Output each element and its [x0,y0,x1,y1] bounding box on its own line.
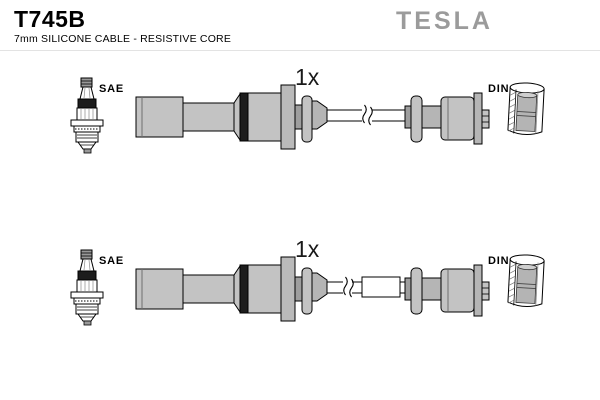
cable-wire [327,104,405,126]
header-divider [0,50,600,51]
tesla-brand-logo: TESLA [396,7,493,35]
wire-sleeve [361,276,401,298]
cable-connector-right [404,264,490,317]
sae-label: SAE [99,255,124,267]
din-label: DIN [488,255,509,267]
cable-wire [327,276,406,298]
din-terminal-cutaway-icon [507,81,545,136]
part-number: T745B [14,6,86,32]
din-terminal-cutaway-icon [507,253,545,308]
din-label: DIN [488,83,509,95]
cable-assembly-2: SAE 1x DIN [70,236,545,326]
wire-break-icon [362,104,373,126]
cable-spec-subtitle: 7mm SILICONE CABLE - RESISTIVE CORE [14,33,232,45]
quantity-label: 1x [295,64,320,90]
cable-assembly-1: SAE 1x DIN [70,64,545,154]
cable-connector-right [404,92,490,145]
wire-break-icon [343,276,354,298]
sae-label: SAE [99,83,124,95]
cable-boot-left [135,84,328,150]
cable-boot-left [135,256,328,322]
quantity-label: 1x [295,236,320,262]
